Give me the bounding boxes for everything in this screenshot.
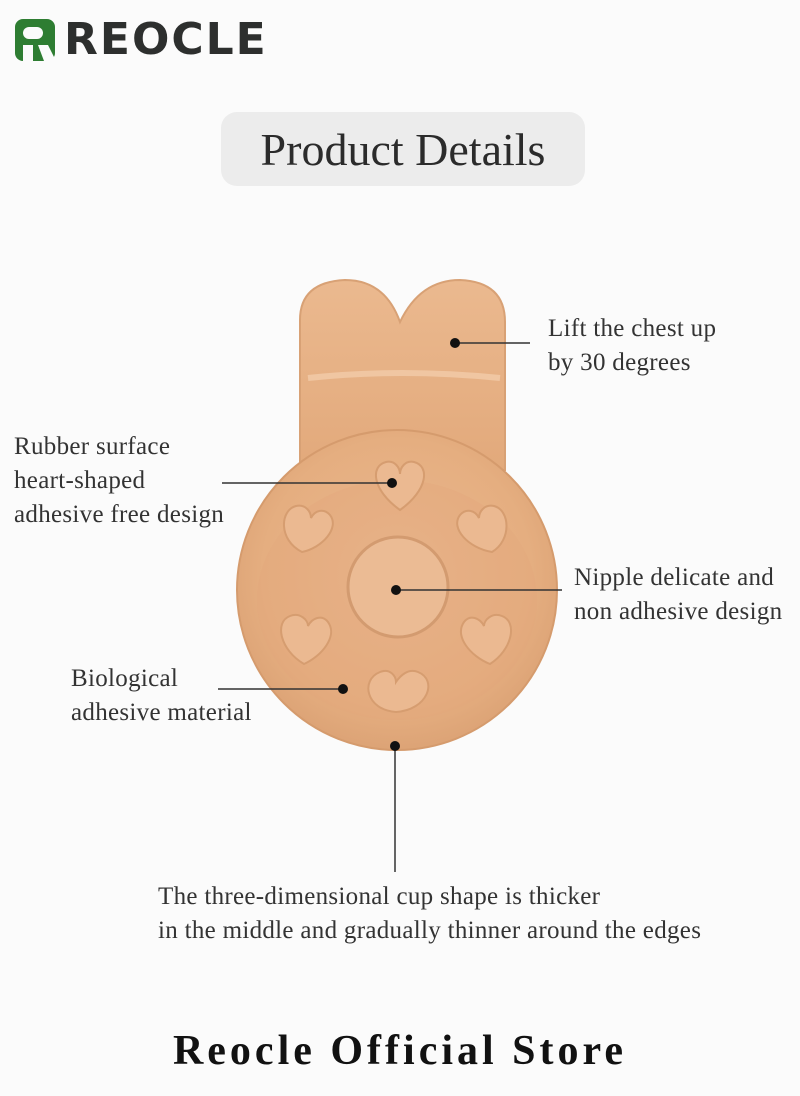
annotation-line: Biological bbox=[71, 665, 179, 692]
annotation-line: Rubber surface bbox=[14, 433, 171, 460]
lift-marker-dot bbox=[450, 338, 460, 348]
heart-pad-top bbox=[375, 460, 425, 512]
annotation-biological: Biological adhesive material bbox=[71, 662, 252, 730]
heart-pad-upper-right bbox=[456, 504, 508, 554]
brand-name: REOCLE bbox=[64, 14, 268, 65]
page-title: Product Details bbox=[260, 123, 546, 175]
store-name: Reocle Official Store bbox=[172, 1028, 628, 1074]
heart-pad-lower-right bbox=[459, 614, 512, 666]
annotation-line: Nipple delicate and bbox=[574, 564, 775, 591]
heart-pads bbox=[280, 460, 512, 714]
heart-pad-bottom bbox=[367, 670, 430, 714]
rubber-marker-dot bbox=[387, 478, 397, 488]
leader-lines bbox=[218, 338, 562, 872]
annotation-line: The three-dimensional cup shape is thick… bbox=[158, 883, 601, 910]
annotation-line: by 30 degrees bbox=[548, 349, 691, 376]
title-pill: Product Details bbox=[221, 112, 585, 186]
nipple-marker-dot bbox=[391, 585, 401, 595]
annotation-line: non adhesive design bbox=[574, 598, 783, 625]
annotation-line: Lift the chest up bbox=[548, 315, 717, 342]
annotation-line: adhesive free design bbox=[14, 501, 225, 528]
heart-pad-upper-left bbox=[283, 504, 334, 554]
annotation-lift: Lift the chest up by 30 degrees bbox=[548, 312, 716, 380]
annotation-cup: The three-dimensional cup shape is thick… bbox=[158, 880, 701, 948]
annotation-line: heart-shaped bbox=[14, 467, 146, 494]
annotation-nipple: Nipple delicate and non adhesive design bbox=[574, 561, 782, 629]
heart-pad-lower-left bbox=[280, 614, 332, 666]
cup-marker-dot bbox=[390, 741, 400, 751]
brand-logo: REOCLE bbox=[12, 14, 268, 66]
annotation-line: in the middle and gradually thinner arou… bbox=[158, 917, 702, 944]
logo-r-mark-icon bbox=[15, 19, 56, 61]
lift-tab bbox=[299, 278, 506, 471]
biological-marker-dot bbox=[338, 684, 348, 694]
annotation-rubber: Rubber surface heart-shaped adhesive fre… bbox=[14, 430, 224, 532]
annotation-line: adhesive material bbox=[71, 699, 252, 726]
